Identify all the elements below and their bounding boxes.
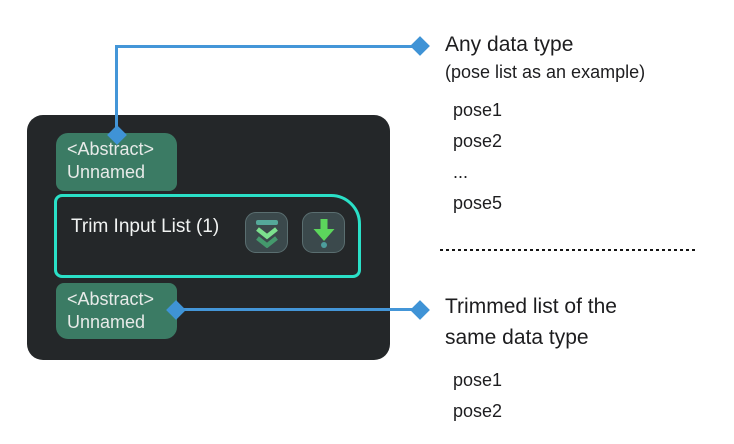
input-callout-line-vertical — [115, 45, 118, 133]
output-port[interactable]: <Abstract> Unnamed — [56, 283, 177, 339]
dotted-separator-line — [440, 249, 696, 251]
list-item: ... — [453, 162, 469, 182]
output-callout-line-horizontal — [178, 308, 416, 311]
node-title: Trim Input List (1) — [71, 216, 220, 237]
output-port-type-label: <Abstract> — [67, 289, 155, 309]
list-item: pose1 — [453, 100, 503, 120]
output-annotation-title: Trimmed list of the same data type — [445, 295, 617, 349]
input-annotation-list: pose1 pose2 ... pose5 — [453, 95, 730, 219]
list-item: pose2 — [453, 131, 503, 151]
collapse-button[interactable] — [245, 212, 288, 253]
output-annotation: Trimmed list of the same data type pose1… — [445, 291, 660, 427]
input-annotation: Any data type (pose list as an example) … — [445, 31, 730, 219]
input-port-name-label: Unnamed — [67, 162, 146, 182]
list-item: pose2 — [453, 401, 503, 421]
arrow-down-step-icon — [313, 218, 334, 248]
input-callout-diamond — [410, 36, 430, 56]
output-port-name-label: Unnamed — [67, 312, 146, 332]
output-callout-diamond — [410, 300, 430, 320]
run-step-button[interactable] — [302, 212, 345, 253]
input-annotation-subtitle: (pose list as an example) — [445, 62, 646, 82]
input-callout-line-horizontal — [115, 45, 416, 48]
output-annotation-list: pose1 pose2 — [453, 365, 660, 427]
input-port-type-label: <Abstract> — [67, 139, 155, 159]
input-annotation-title: Any data type — [445, 33, 574, 56]
list-item: pose5 — [453, 193, 503, 213]
list-item: pose1 — [453, 370, 503, 390]
double-chevron-down-icon — [255, 219, 278, 248]
node-body-highlighted[interactable]: Trim Input List (1) — [54, 194, 361, 278]
